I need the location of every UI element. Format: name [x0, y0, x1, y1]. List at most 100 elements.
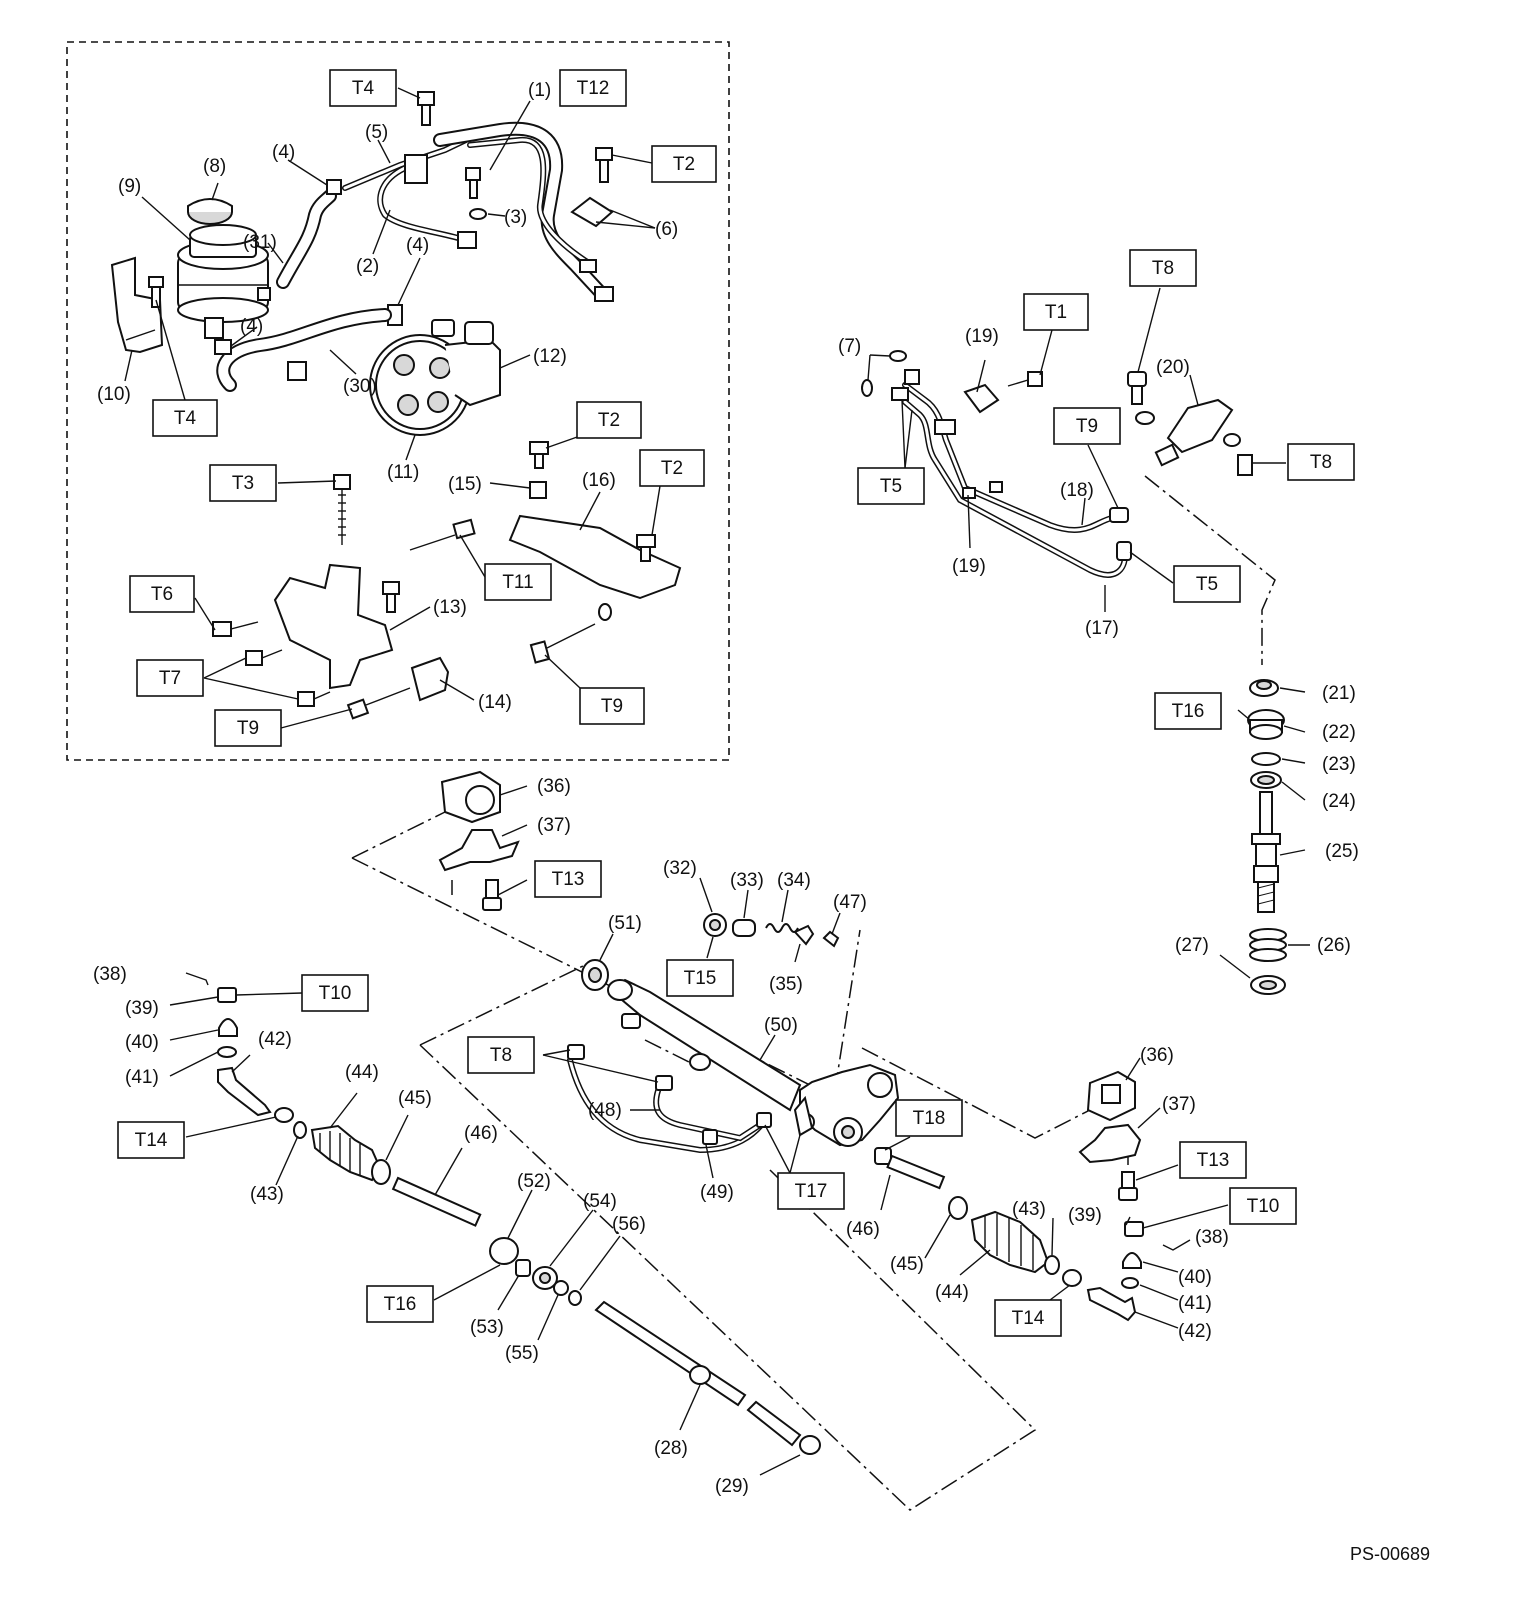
callout-38b: (38)	[1195, 1227, 1229, 1248]
svg-text:T2: T2	[673, 154, 695, 175]
callout-25: (25)	[1325, 841, 1359, 862]
callout-6: (6)	[655, 219, 678, 240]
torque-label-t16b: T16	[366, 1285, 434, 1323]
svg-text:T16: T16	[1172, 701, 1205, 722]
callout-39b: (39)	[1068, 1205, 1102, 1226]
callout-46b: (46)	[846, 1219, 880, 1240]
svg-text:T18: T18	[913, 1108, 946, 1129]
torque-labels: T4 T12 T2 T4 T2 T2 T3 T11 T6 T7 T9 T9 T8…	[117, 69, 1355, 1337]
callout-52: (52)	[517, 1171, 551, 1192]
svg-text:T13: T13	[1197, 1150, 1230, 1171]
svg-text:T5: T5	[1196, 574, 1218, 595]
callout-44b: (44)	[935, 1282, 969, 1303]
callout-40b: (40)	[1178, 1267, 1212, 1288]
callout-7: (7)	[838, 336, 861, 357]
callout-4b: (4)	[406, 235, 429, 256]
torque-label-t11: T11	[484, 563, 552, 601]
callout-1: (1)	[528, 80, 551, 101]
callout-4c: (4)	[240, 316, 263, 337]
callout-36b: (36)	[1140, 1045, 1174, 1066]
part-callouts: (1) (2) (3) (4) (4) (4) (5) (6) (7) (8) …	[93, 80, 1359, 1497]
torque-label-t9a: T9	[214, 709, 282, 747]
svg-text:T8: T8	[490, 1045, 512, 1066]
torque-label-t8a: T8	[1129, 249, 1197, 287]
leader-lines	[124, 87, 1310, 1476]
svg-text:T14: T14	[135, 1130, 168, 1151]
torque-label-t17: T17	[777, 1172, 845, 1210]
callout-24: (24)	[1322, 791, 1356, 812]
callout-53: (53)	[470, 1317, 504, 1338]
callout-51: (51)	[608, 913, 642, 934]
torque-label-t7: T7	[136, 659, 204, 697]
pinion-group-drawing	[861, 350, 1287, 995]
torque-label-t12: T12	[559, 69, 627, 107]
callout-37b: (37)	[1162, 1094, 1196, 1115]
svg-text:T15: T15	[684, 968, 717, 989]
svg-text:T17: T17	[795, 1181, 828, 1202]
figure-code: PS-00689	[1350, 1544, 1430, 1564]
torque-label-t2b: T2	[576, 401, 642, 439]
torque-label-t8b: T8	[1287, 443, 1355, 481]
callout-5: (5)	[365, 122, 388, 143]
torque-label-t2c: T2	[639, 449, 705, 487]
callout-10: (10)	[97, 384, 131, 405]
callout-11: (11)	[387, 462, 419, 483]
torque-label-t2a: T2	[651, 145, 717, 183]
svg-text:T6: T6	[151, 584, 173, 605]
callout-50: (50)	[764, 1015, 798, 1036]
callout-20: (20)	[1156, 357, 1190, 378]
torque-label-t8c: T8	[467, 1036, 535, 1074]
svg-text:T10: T10	[319, 983, 352, 1004]
torque-label-t14a: T14	[117, 1121, 185, 1159]
svg-text:T4: T4	[174, 408, 197, 429]
callout-26: (26)	[1317, 935, 1351, 956]
callout-43b: (43)	[1012, 1199, 1046, 1220]
callout-43a: (43)	[250, 1184, 284, 1205]
callout-23: (23)	[1322, 754, 1356, 775]
callout-47: (47)	[833, 892, 867, 913]
torque-label-t5b: T5	[1173, 565, 1241, 603]
svg-text:T7: T7	[159, 668, 181, 689]
callout-4a: (4)	[272, 142, 295, 163]
torque-label-t10b: T10	[1229, 1187, 1297, 1225]
callout-45a: (45)	[398, 1088, 432, 1109]
callout-44a: (44)	[345, 1062, 379, 1083]
callout-8: (8)	[203, 156, 226, 177]
torque-label-t14b: T14	[994, 1299, 1062, 1337]
callout-54: (54)	[583, 1191, 617, 1212]
torque-label-t6: T6	[129, 575, 195, 613]
torque-label-t9b: T9	[579, 687, 645, 725]
torque-label-t1: T1	[1023, 293, 1089, 331]
callout-29: (29)	[715, 1476, 749, 1497]
svg-text:T16: T16	[384, 1294, 417, 1315]
callout-16: (16)	[582, 470, 616, 491]
callout-42a: (42)	[258, 1029, 292, 1050]
torque-label-t10a: T10	[301, 974, 369, 1012]
callout-56: (56)	[612, 1214, 646, 1235]
torque-label-t13a: T13	[534, 860, 602, 898]
callout-41b: (41)	[1178, 1293, 1212, 1314]
torque-label-t5a: T5	[857, 467, 925, 505]
callout-37a: (37)	[537, 815, 571, 836]
callout-19b: (19)	[952, 556, 986, 577]
callout-14: (14)	[478, 692, 512, 713]
torque-label-t4b: T4	[152, 399, 218, 437]
callout-40a: (40)	[125, 1032, 159, 1053]
callout-45b: (45)	[890, 1254, 924, 1275]
svg-text:T9: T9	[601, 696, 623, 717]
svg-text:T14: T14	[1012, 1308, 1045, 1329]
svg-text:T1: T1	[1045, 302, 1067, 323]
torque-label-t3: T3	[209, 464, 277, 502]
callout-49: (49)	[700, 1182, 734, 1203]
torque-label-t9c: T9	[1053, 407, 1121, 445]
rack-group-drawing	[185, 770, 1191, 1511]
torque-label-t18: T18	[895, 1099, 963, 1137]
callout-48: (48)	[588, 1100, 622, 1121]
callout-18: (18)	[1060, 480, 1094, 501]
callout-19a: (19)	[965, 326, 999, 347]
svg-text:T2: T2	[598, 410, 620, 431]
svg-text:T13: T13	[552, 869, 585, 890]
callout-42b: (42)	[1178, 1321, 1212, 1342]
callout-22: (22)	[1322, 722, 1356, 743]
